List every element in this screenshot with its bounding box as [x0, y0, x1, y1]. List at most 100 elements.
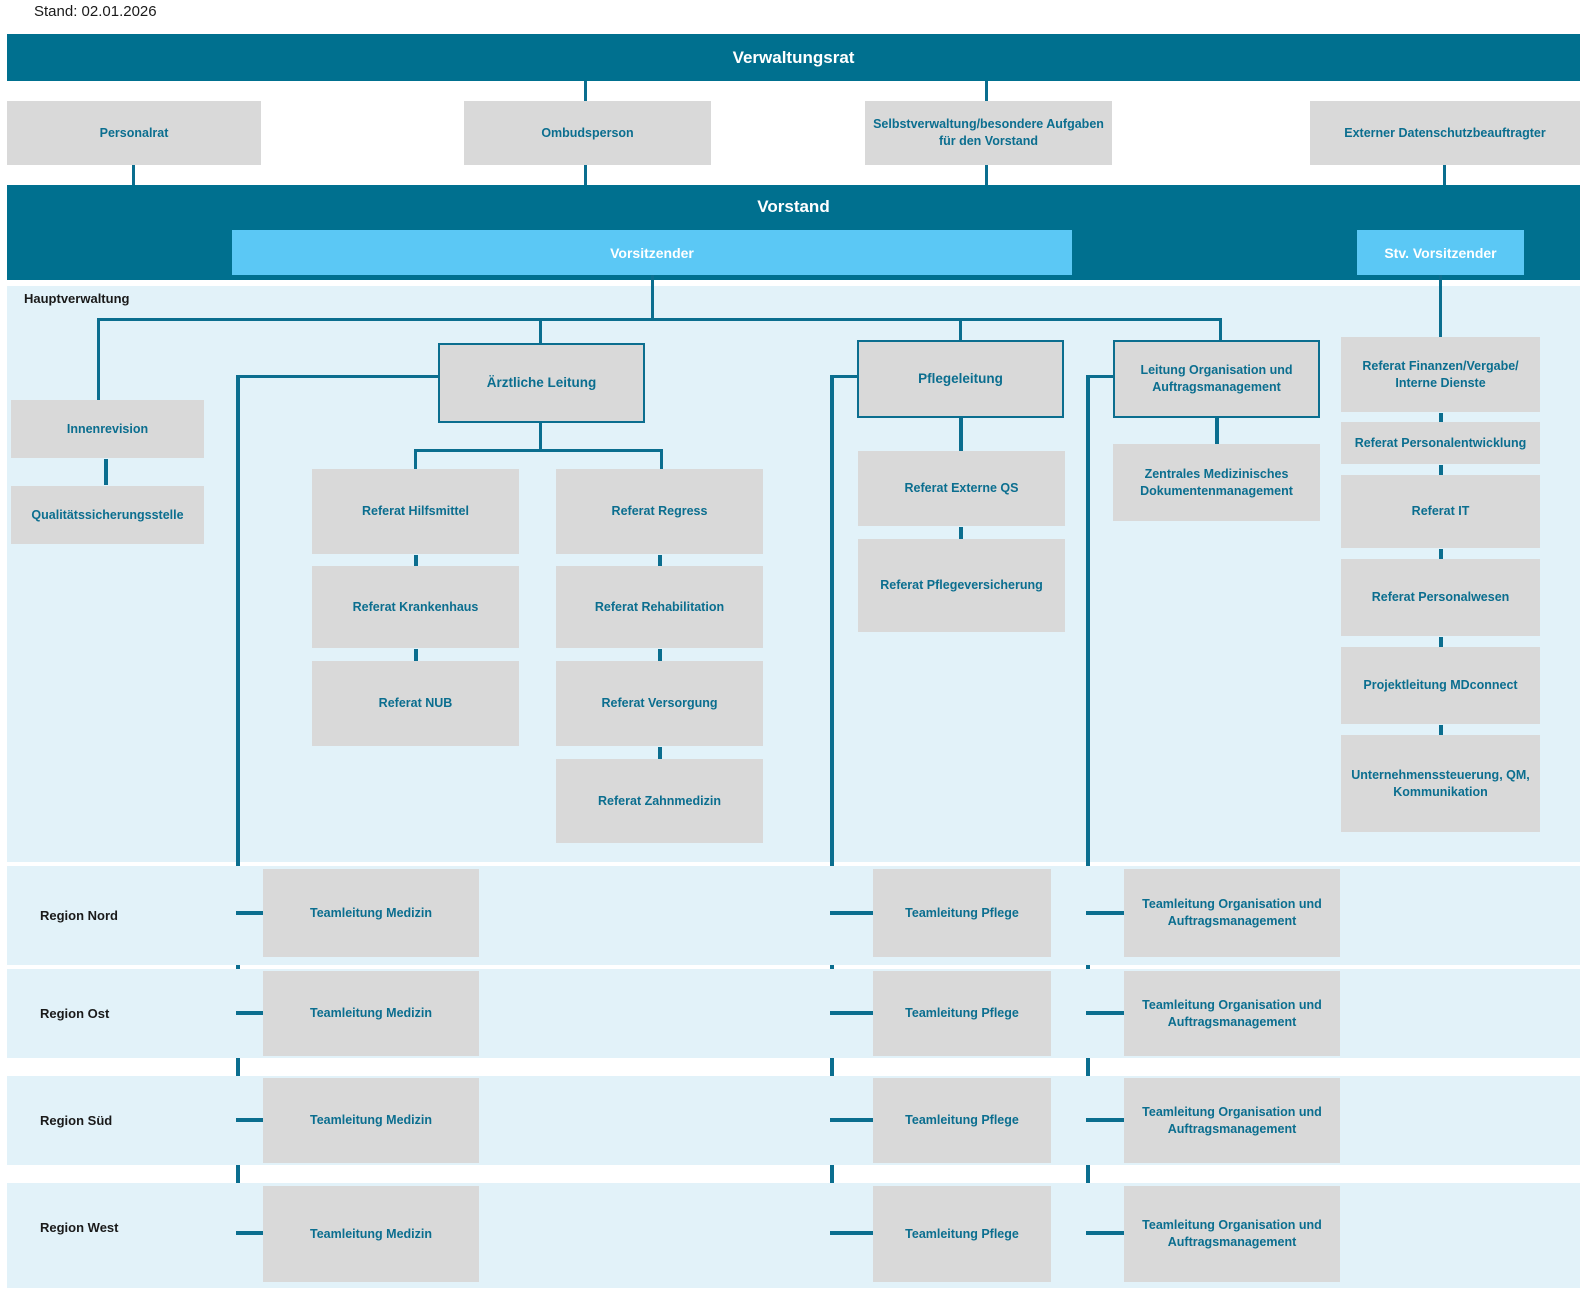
box-nord-teamleitung-pflege[interactable]: Teamleitung Pflege — [873, 869, 1051, 957]
box-sued-teamleitung-pflege[interactable]: Teamleitung Pflege — [873, 1078, 1051, 1163]
box-west-teamleitung-orga[interactable]: Teamleitung Organisation und Auftragsman… — [1124, 1186, 1340, 1282]
connector-hilfsmittel-krankenhaus — [414, 555, 418, 566]
band-vorstand-label: Vorstand — [757, 197, 830, 216]
region-label-nord: Region Nord — [40, 908, 118, 923]
connector-sued-medizin — [236, 1118, 265, 1122]
box-externer-datenschutzbeauftragter[interactable]: Externer Datenschutzbeauftragter — [1310, 101, 1580, 165]
box-nord-teamleitung-medizin[interactable]: Teamleitung Medizin — [263, 869, 479, 957]
connector-pflege-region-trunk-v — [830, 375, 834, 1234]
connector-ost-pflege — [830, 1011, 875, 1015]
box-west-teamleitung-pflege[interactable]: Teamleitung Pflege — [873, 1186, 1051, 1282]
region-row-west — [7, 1183, 1580, 1288]
connector-selbstverwaltung-vorstand — [985, 165, 988, 185]
box-nord-teamleitung-medizin-label: Teamleitung Medizin — [310, 905, 432, 920]
connector-finanzen-personalentwicklung — [1439, 413, 1443, 422]
connector-bus-hilfsmittel — [414, 449, 417, 469]
connector-sued-pflege — [830, 1118, 875, 1122]
panel-hauptverwaltung-title: Hauptverwaltung — [24, 291, 130, 306]
box-referat-personalentwicklung[interactable]: Referat Personalentwicklung — [1341, 422, 1540, 464]
box-west-teamleitung-medizin[interactable]: Teamleitung Medizin — [263, 1186, 479, 1282]
box-selbstverwaltung-label: Selbstverwaltung/besondere Aufgaben für … — [873, 117, 1104, 148]
box-referat-pflegeversicherung[interactable]: Referat Pflegeversicherung — [858, 539, 1065, 632]
chip-vorsitzender-label: Vorsitzender — [610, 244, 694, 261]
box-qualitaetssicherungsstelle[interactable]: Qualitätssicherungsstelle — [11, 486, 204, 544]
chip-vorsitzender[interactable]: Vorsitzender — [232, 230, 1072, 275]
connector-ost-orga — [1086, 1011, 1126, 1015]
box-west-teamleitung-orga-label: Teamleitung Organisation und Auftragsman… — [1142, 1218, 1322, 1249]
box-referat-zahnmedizin[interactable]: Referat Zahnmedizin — [556, 759, 763, 843]
stand-date: Stand: 02.01.2026 — [34, 3, 157, 20]
connector-datenschutz-vorstand — [1443, 165, 1446, 185]
box-ost-teamleitung-orga[interactable]: Teamleitung Organisation und Auftragsman… — [1124, 971, 1340, 1056]
box-ost-teamleitung-pflege-label: Teamleitung Pflege — [905, 1006, 1019, 1021]
box-referat-personalwesen-label: Referat Personalwesen — [1371, 590, 1510, 605]
box-projektleitung-mdconnect-label: Projektleitung MDconnect — [1363, 678, 1518, 693]
connector-orga-region-trunk-v — [1086, 375, 1090, 1234]
connector-bus-pflegeleitung — [959, 318, 962, 340]
connector-it-personalwesen — [1439, 549, 1443, 559]
connector-externeqs-pflegeversicherung — [959, 527, 963, 539]
connector-bus-innenrevision — [97, 318, 100, 400]
box-referat-externe-qs-label: Referat Externe QS — [904, 481, 1019, 496]
box-personalrat-label: Personalrat — [99, 125, 169, 140]
box-sued-teamleitung-orga-label: Teamleitung Organisation und Auftragsman… — [1142, 1104, 1322, 1136]
box-unternehmenssteuerung-qm-kommunikation[interactable]: Unternehmenssteuerung, QM, Kommunikation — [1341, 735, 1540, 832]
box-referat-it[interactable]: Referat IT — [1341, 475, 1540, 548]
region-label-ost: Region Ost — [40, 1006, 110, 1021]
box-personalrat[interactable]: Personalrat — [7, 101, 261, 165]
box-referat-rehabilitation-label: Referat Rehabilitation — [594, 599, 725, 614]
box-qualitaetssicherungsstelle-label: Qualitätssicherungsstelle — [31, 507, 184, 522]
chip-stv-vorsitzender[interactable]: Stv. Vorsitzender — [1357, 230, 1524, 275]
box-leitung-organisation[interactable]: Leitung Organisation und Auftragsmanagem… — [1113, 340, 1320, 418]
box-referat-krankenhaus[interactable]: Referat Krankenhaus — [312, 566, 519, 648]
box-zentrales-dokumentenmanagement[interactable]: Zentrales Medizinisches Dokumentenmanage… — [1113, 444, 1320, 521]
connector-leitungorga-dokumentenmanagement — [1215, 418, 1219, 444]
box-referat-hilfsmittel-label: Referat Hilfsmittel — [362, 504, 469, 519]
box-innenrevision-label: Innenrevision — [66, 421, 149, 436]
box-ost-teamleitung-orga-label: Teamleitung Organisation und Auftragsman… — [1142, 997, 1322, 1029]
box-ombudsperson[interactable]: Ombudsperson — [464, 101, 711, 165]
box-nord-teamleitung-orga-label: Teamleitung Organisation und Auftragsman… — [1142, 897, 1322, 928]
connector-vorsitzender-trunk — [651, 275, 654, 320]
connector-bus-aerztliche — [539, 318, 542, 343]
box-sued-teamleitung-orga[interactable]: Teamleitung Organisation und Auftragsman… — [1124, 1078, 1340, 1163]
box-referat-personalwesen[interactable]: Referat Personalwesen — [1341, 559, 1540, 636]
connector-aerztliche-children-bus — [414, 449, 663, 452]
box-projektleitung-mdconnect[interactable]: Projektleitung MDconnect — [1341, 647, 1540, 724]
box-referat-finanzen-vergabe-label: Referat Finanzen/Vergabe/ Interne Dienst… — [1362, 358, 1519, 390]
connector-main-bus — [97, 318, 1222, 321]
box-pflegeleitung-label: Pflegeleitung — [918, 370, 1003, 386]
connector-pflege-region-trunk-h — [830, 375, 859, 378]
connector-west-medizin — [236, 1231, 265, 1235]
box-referat-nub[interactable]: Referat NUB — [312, 661, 519, 746]
box-referat-personalentwicklung-label: Referat Personalentwicklung — [1354, 435, 1527, 450]
chip-stv-vorsitzender-label: Stv. Vorsitzender — [1384, 244, 1497, 261]
box-referat-regress[interactable]: Referat Regress — [556, 469, 763, 554]
box-sued-teamleitung-pflege-label: Teamleitung Pflege — [905, 1113, 1019, 1128]
band-verwaltungsrat-label: Verwaltungsrat — [732, 47, 855, 67]
connector-aerztliche-region-trunk-h — [236, 375, 440, 378]
box-selbstverwaltung[interactable]: Selbstverwaltung/besondere Aufgaben für … — [865, 101, 1112, 165]
box-referat-externe-qs[interactable]: Referat Externe QS — [858, 451, 1065, 526]
region-label-west: Region West — [40, 1220, 119, 1235]
box-referat-finanzen-vergabe[interactable]: Referat Finanzen/Vergabe/ Interne Dienst… — [1341, 337, 1540, 412]
box-ombudsperson-label: Ombudsperson — [541, 125, 634, 140]
connector-mdconnect-unternehmenssteuerung — [1439, 725, 1443, 735]
connector-pflegeleitung-externeqs — [959, 418, 963, 451]
box-referat-pflegeversicherung-label: Referat Pflegeversicherung — [880, 578, 1043, 593]
box-unternehmenssteuerung-qm-kommunikation-label: Unternehmenssteuerung, QM, Kommunikation — [1351, 767, 1530, 799]
box-sued-teamleitung-medizin-label: Teamleitung Medizin — [310, 1113, 432, 1128]
connector-bus-leitung-orga — [1219, 318, 1222, 340]
box-pflegeleitung[interactable]: Pflegeleitung — [857, 340, 1064, 418]
box-ost-teamleitung-pflege[interactable]: Teamleitung Pflege — [873, 971, 1051, 1056]
box-aerztliche-leitung[interactable]: Ärztliche Leitung — [438, 343, 645, 423]
box-referat-hilfsmittel[interactable]: Referat Hilfsmittel — [312, 469, 519, 554]
box-referat-versorgung[interactable]: Referat Versorgung — [556, 661, 763, 746]
connector-innenrevision-qs — [104, 459, 108, 485]
box-nord-teamleitung-orga[interactable]: Teamleitung Organisation und Auftragsman… — [1124, 869, 1340, 957]
box-ost-teamleitung-medizin[interactable]: Teamleitung Medizin — [263, 971, 479, 1056]
box-referat-zahnmedizin-label: Referat Zahnmedizin — [598, 793, 721, 808]
box-sued-teamleitung-medizin[interactable]: Teamleitung Medizin — [263, 1078, 479, 1163]
box-referat-rehabilitation[interactable]: Referat Rehabilitation — [556, 566, 763, 648]
box-innenrevision[interactable]: Innenrevision — [11, 400, 204, 458]
